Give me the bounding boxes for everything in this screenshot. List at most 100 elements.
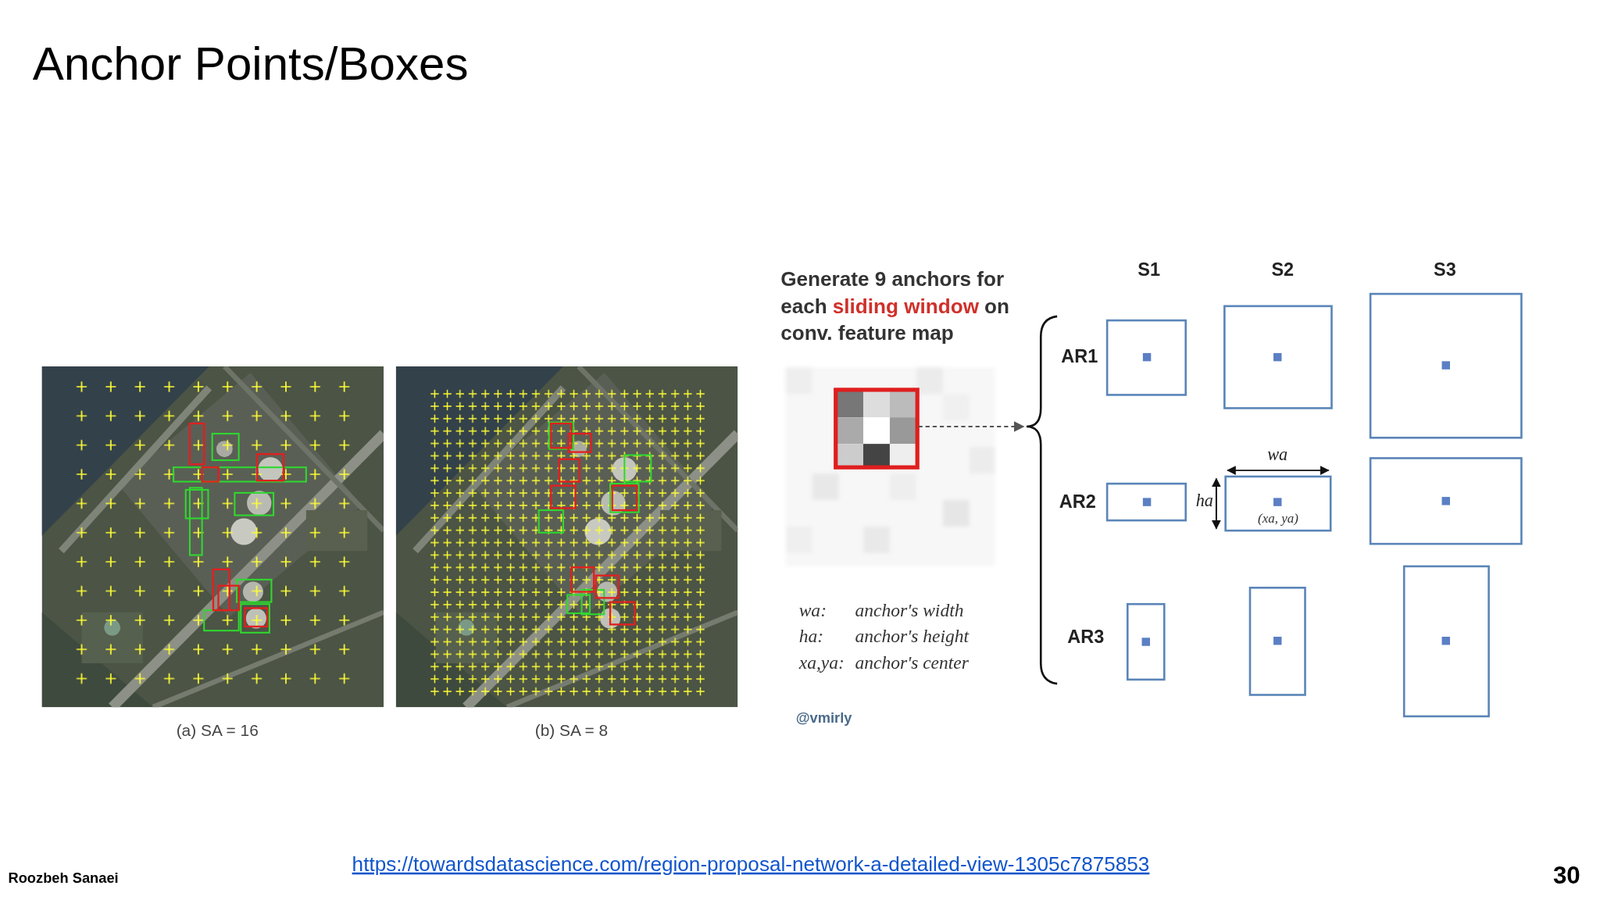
illustration-part (836, 390, 864, 418)
illustration-part (203, 610, 239, 631)
illustration-part (1273, 353, 1282, 361)
illustration-part (1107, 320, 1186, 395)
green-boxes (539, 422, 652, 615)
figure-caption: (b) SA = 8 (535, 721, 609, 740)
red-boxes (189, 423, 284, 627)
anchor-point-grid (67, 371, 360, 693)
aspect-ratio-label: AR2 (1059, 492, 1097, 514)
illustration-part (559, 459, 580, 483)
illustration-part (889, 390, 917, 418)
illustration-part (612, 485, 637, 511)
illustration-part (863, 417, 890, 444)
feature-map (785, 367, 1024, 567)
illustration-part (240, 603, 270, 633)
watermark: @vmirly (796, 709, 853, 726)
illustration-part (581, 589, 604, 615)
illustration-part (1403, 566, 1489, 717)
dimension-label: wa (1267, 444, 1288, 465)
satellite-image (396, 366, 739, 708)
symbol-label: xa,ya: (799, 652, 845, 674)
illustration-part (596, 575, 619, 599)
illustration-part (1273, 497, 1282, 506)
illustration-part (610, 483, 640, 513)
illustration-part (624, 455, 651, 483)
illustration-part (1142, 497, 1151, 506)
symbol-label: ha: (799, 625, 824, 647)
illustration-part (236, 579, 272, 603)
satellite-image (42, 366, 385, 708)
illustration-part (889, 443, 917, 467)
illustration-part (257, 453, 284, 481)
anchor-boxes (1107, 293, 1522, 717)
illustration-part (863, 526, 890, 554)
illustration-part (1127, 603, 1165, 680)
illustration-part (202, 467, 219, 482)
illustration-part (1250, 587, 1306, 695)
illustration-part (189, 487, 203, 555)
illustration-part (889, 417, 917, 444)
illustration-part (889, 473, 917, 500)
illustration-part (785, 367, 813, 394)
illustration-part (549, 422, 574, 450)
illustration-part (550, 485, 575, 509)
illustration-part (836, 417, 864, 444)
illustration-part (812, 473, 840, 500)
symbol-description: anchor's height (855, 625, 969, 647)
intro-text: Generate 9 anchors for eachsliding windo… (780, 265, 1054, 347)
illustration-part (234, 492, 274, 516)
author-name: Roozbeh Sanaei (7, 869, 118, 886)
red-boxes (550, 423, 637, 625)
satellite-image-b (396, 366, 739, 708)
scale-header: S2 (1271, 259, 1294, 281)
symbol-description: anchor's center (855, 652, 969, 674)
illustration-part (942, 393, 970, 421)
illustration-part (863, 390, 890, 418)
anchor-point-grid (428, 387, 707, 698)
illustration-part (1107, 483, 1186, 521)
height-arrow (1215, 478, 1218, 529)
dashed-arrow (918, 425, 1025, 428)
illustration-part (1442, 496, 1450, 505)
illustration-part (218, 585, 240, 611)
anchor-box: (xa, ya) (1224, 475, 1332, 533)
aspect-ratio-label: AR1 (1060, 346, 1098, 368)
symbol-description: anchor's width (855, 600, 965, 622)
illustration-part (189, 423, 204, 465)
illustration-part (1273, 636, 1282, 645)
illustration-part (1442, 636, 1450, 645)
highlight-text: sliding window (832, 294, 979, 318)
dimension-label: ha (1196, 490, 1214, 511)
illustration-part (785, 526, 813, 554)
illustration-part (942, 500, 970, 527)
illustration-part (610, 602, 635, 625)
page-number: 30 (1553, 860, 1581, 890)
curly-brace (1026, 316, 1058, 684)
illustration-part (1442, 360, 1450, 369)
illustration-part (785, 367, 996, 567)
scale-header: S3 (1433, 259, 1457, 281)
illustration-part (1142, 637, 1150, 646)
satellite-image-a (42, 366, 385, 708)
illustration-part (571, 567, 594, 592)
illustration-part (567, 594, 590, 614)
scale-header: S1 (1137, 259, 1161, 281)
illustration-part (173, 467, 307, 482)
sliding-window (835, 389, 918, 468)
illustration-part (836, 443, 864, 467)
illustration-part (1370, 293, 1522, 438)
width-arrow (1227, 469, 1329, 472)
illustration-part (1370, 457, 1522, 544)
illustration-part (1224, 306, 1332, 409)
figure-caption: (a) SA = 16 (176, 721, 259, 740)
symbol-label: wa: (799, 600, 827, 622)
illustration-part (568, 433, 592, 453)
source-link: https://towardsdatascience.com/region-pr… (352, 853, 1150, 877)
illustration-part (1142, 353, 1151, 361)
illustration-part (539, 510, 564, 533)
illustration-part (785, 367, 996, 567)
illustration-part (244, 607, 268, 627)
illustration-part (969, 446, 996, 474)
illustration-part (213, 569, 230, 611)
illustration-part (212, 433, 240, 461)
